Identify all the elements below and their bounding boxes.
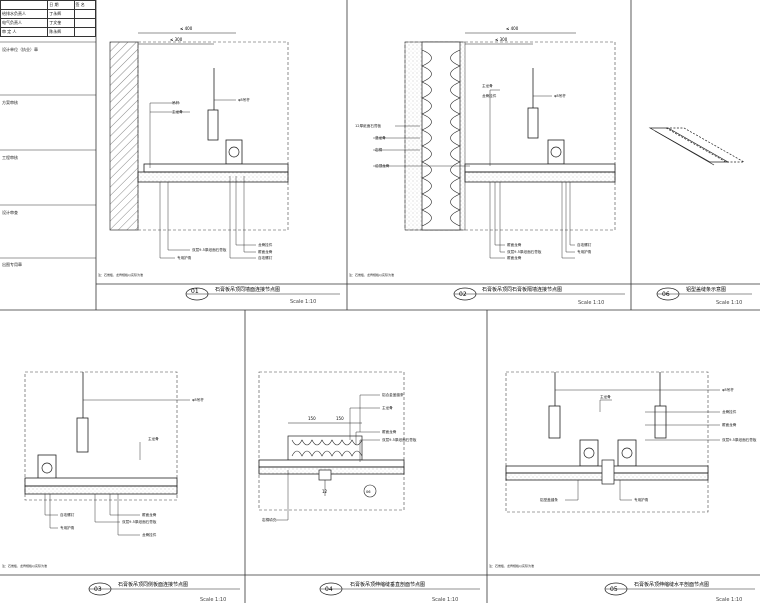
detail-note: 注：石膏板、龙骨规格以实际为准 <box>349 272 394 277</box>
dim-label: 150 <box>308 416 316 421</box>
callout-label: 双层9.5厚纸面石膏板 <box>382 437 417 442</box>
callout-label: 龙骨挂件 <box>482 93 497 98</box>
title-block-section: 工程审核 <box>2 154 18 160</box>
callout-label: 铝合金盖缝条 <box>382 392 404 397</box>
dim-label: ≤ 300 <box>170 37 183 42</box>
callout-label: φ8吊杆 <box>238 97 250 102</box>
callout-label: 岩棉 <box>375 147 383 152</box>
callout-label: 龙骨挂件 <box>142 532 157 537</box>
callout-label: 覆面龙骨 <box>722 422 737 427</box>
callout-label: 专用护角 <box>577 249 592 254</box>
detail-05: φ8吊杆 主龙骨 龙骨挂件 覆面龙骨 双层9.5厚纸面石膏板 铝型盖缝条 专用护… <box>489 371 757 603</box>
detail-scale: Scale 1:10 <box>716 597 742 603</box>
callout-label: 沿顶龙骨 <box>375 163 390 168</box>
callout-label: 龙骨挂件 <box>258 242 273 247</box>
detail-01: ≤ 400 ≤ 300 φ8吊杆 吊杆 主龙骨 龙骨挂件 覆面龙骨 双层9.5厚… <box>98 26 340 305</box>
detail-title: 石膏板吊顶伸缩缝水平剖面节点图 <box>634 581 709 588</box>
callout-label: 岩棉填充 <box>262 517 277 522</box>
callout-label: 双层9.5厚纸面石膏板 <box>722 437 757 442</box>
title-block-section: 方案审核 <box>2 99 18 105</box>
callout-label: 龙骨挂件 <box>722 409 737 414</box>
dim-label: 12 <box>322 489 328 494</box>
detail-note: 注：石膏板、龙骨规格以实际为准 <box>98 272 143 277</box>
detail-title: 铝型盖缝条示意图 <box>686 286 726 293</box>
callout-label: φ8吊杆 <box>192 397 204 402</box>
callout-label: 双层9.5厚纸面石膏板 <box>122 519 157 524</box>
callout-label: 主龙骨 <box>482 83 493 88</box>
dim-label: 150 <box>336 416 344 421</box>
title-block-section: 出图专用章 <box>2 261 22 267</box>
callout-label: 覆面龙骨 <box>258 249 273 254</box>
detail-note: 注：石膏板、龙骨规格以实际为准 <box>489 563 534 568</box>
title-block: 日 期 签 名 给排水负责人 丁永辉 电气负责人 丁文奎 审 定 人 陈永辉 <box>0 0 96 37</box>
detail-scale: Scale 1:10 <box>578 300 604 306</box>
detail-scale: Scale 1:10 <box>200 597 226 603</box>
callout-label: 专用护角 <box>177 255 192 260</box>
detail-note: 注：石膏板、龙骨规格以实际为准 <box>2 563 47 568</box>
detail-scale: Scale 1:10 <box>432 597 458 603</box>
callout-label: 主龙骨 <box>172 109 183 114</box>
title-block-section: 设计单位（执业）章 <box>2 46 38 52</box>
title-block-sections <box>0 41 96 259</box>
callout-label: φ8吊杆 <box>554 93 566 98</box>
detail-number: 03 <box>94 586 102 593</box>
callout-label: 双层9.5厚纸面石膏板 <box>507 249 542 254</box>
callout-label: 自攻螺钉 <box>60 512 75 517</box>
detail-scale: Scale 1:10 <box>290 299 316 305</box>
callout-label: 专用护角 <box>634 497 649 502</box>
dim-label: ≤ 300 <box>495 37 508 42</box>
title-block-section: 设计审查 <box>2 209 18 215</box>
detail-title: 石膏板吊顶同石膏板隔墙连接节点图 <box>482 286 562 293</box>
dim-label: ≤ 400 <box>180 26 193 31</box>
callout-label: 主龙骨 <box>148 436 159 441</box>
callout-label: 覆面龙骨 <box>507 255 522 260</box>
dim-label: ≤ 400 <box>506 26 519 31</box>
callout-label: 主龙骨 <box>600 394 611 399</box>
detail-number: 04 <box>325 586 333 593</box>
detail-06: 06 铝型盖缝条示意图 Scale 1:10 <box>648 127 752 306</box>
detail-number: 01 <box>191 288 199 295</box>
detail-number: 06 <box>662 291 670 298</box>
detail-scale: Scale 1:10 <box>716 300 742 306</box>
detail-title: 石膏板吊顶同侧板面连接节点图 <box>118 581 188 588</box>
detail-number: 02 <box>459 291 467 298</box>
title-block-name: 陈永辉 <box>47 27 75 37</box>
callout-label: 专用护角 <box>60 525 75 530</box>
detail-02: ≤ 400 ≤ 300 φ8吊杆 主龙骨 龙骨挂件 12厚纸面石膏板 竖龙骨 岩… <box>349 26 625 306</box>
callout-label: φ8吊杆 <box>722 387 734 392</box>
callout-label: 12厚纸面石膏板 <box>355 123 382 128</box>
callout-label: 覆面龙骨 <box>507 242 522 247</box>
callout-label: 覆面龙骨 <box>382 429 397 434</box>
callout-label: 主龙骨 <box>382 405 393 410</box>
detail-title: 石膏板吊顶同墙面连接节点图 <box>215 286 280 293</box>
callout-label: 覆面龙骨 <box>142 512 157 517</box>
callout-label: 铝型盖缝条 <box>540 497 558 502</box>
callout-label: 竖龙骨 <box>375 135 386 140</box>
callout-label: 自攻螺钉 <box>258 255 273 260</box>
detail-04: 150 150 12 06 铝合金盖缝条 主龙骨 覆面龙骨 双层9.5厚纸面石膏… <box>258 371 480 603</box>
callout-label: 双层9.5厚纸面石膏板 <box>192 247 227 252</box>
detail-number: 05 <box>610 586 618 593</box>
detail-03: φ8吊杆 主龙骨 自攻螺钉 双层9.5厚纸面石膏板 覆面龙骨 专用护角 龙骨挂件… <box>2 371 240 603</box>
detail-title: 石膏板吊顶伸缩缝垂直剖面节点图 <box>350 581 425 588</box>
detail-reference: 06 <box>366 490 371 494</box>
callout-label: 吊杆 <box>172 100 180 105</box>
callout-label: 自攻螺钉 <box>577 242 592 247</box>
